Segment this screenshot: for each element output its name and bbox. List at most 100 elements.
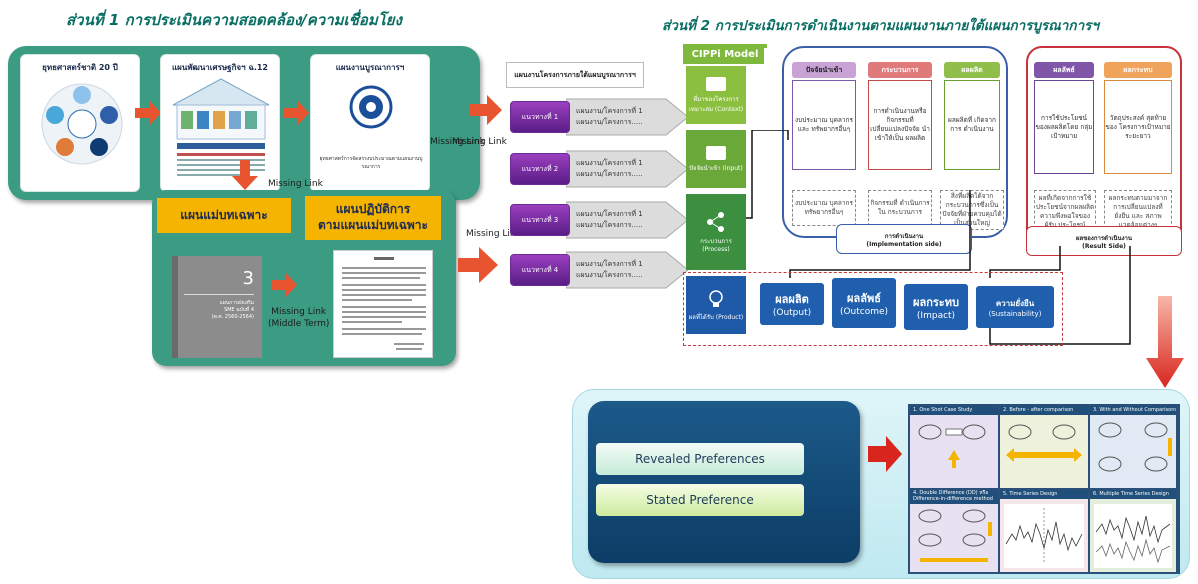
missing-link-label: Missing Link bbox=[466, 229, 521, 239]
revealed-preferences-button[interactable]: Revealed Preferences bbox=[596, 443, 804, 475]
chevron-arrow-icon bbox=[566, 150, 689, 188]
national-strategy-card[interactable]: ยุทธศาสตร์ชาติ 20 ปี bbox=[20, 54, 140, 192]
missing-link-label: Missing Link bbox=[452, 137, 507, 147]
sme-plan-book[interactable]: 3 แผนการส่งเสริม SME ฉบับที่ 4 (พ.ศ. 256… bbox=[172, 256, 262, 358]
action-plan-box[interactable]: แผนปฏิบัติการ ตามแผนแม่บทเฉพาะ bbox=[305, 196, 441, 240]
input-label: ปัจจัยนำเข้า (Input) bbox=[689, 164, 743, 172]
multiple-time-series-chart-icon bbox=[1094, 504, 1172, 568]
design-title: 6. Multiple Time Series Design bbox=[1090, 490, 1176, 499]
design-card-5[interactable]: 5. Time Series Design bbox=[1000, 490, 1088, 572]
book-text1: แผนการส่งเสริม bbox=[219, 300, 254, 306]
input-detail: งบประมาณ บุคลากร ทรัพยากรอื่นๆ bbox=[792, 190, 856, 226]
plan-line: แผนงาน/โครงการ..... bbox=[576, 221, 643, 229]
product-label: ผลที่ได้รับ (Product) bbox=[688, 313, 744, 321]
impact-box[interactable]: ผลกระทบ (Impact) bbox=[904, 284, 968, 330]
design-diagram-icon bbox=[1006, 424, 1082, 462]
national-strategy-label: ยุทธศาสตร์ชาติ 20 ปี bbox=[42, 63, 118, 72]
design-diagram-icon bbox=[1098, 422, 1172, 472]
outcome-en: (Outcome) bbox=[839, 307, 889, 317]
action-plan-document[interactable] bbox=[333, 250, 433, 358]
connector-lines bbox=[746, 130, 1131, 345]
arrow-right-icon bbox=[868, 436, 902, 472]
context-item[interactable]: ที่มาของโครงการ เหมาะสม (Context) bbox=[686, 66, 746, 124]
sustainability-box[interactable]: ความยั่งยืน (Sustainability) bbox=[976, 286, 1054, 328]
process-description: การดำเนินงานหรือ กิจกรรมที่ เปลี่ยนแปลงป… bbox=[868, 80, 932, 170]
share-icon bbox=[707, 212, 724, 232]
plan-line: แผนงาน/โครงการ..... bbox=[576, 271, 643, 279]
design-title: 2. Before - after comparison bbox=[1000, 406, 1088, 415]
column-head-outcome: ผลลัพธ์ bbox=[1034, 62, 1094, 78]
action-plan-line1: แผนปฏิบัติการ bbox=[335, 202, 411, 217]
book-text3: (พ.ศ. 2560-2564) bbox=[211, 314, 254, 320]
arrow-right-icon bbox=[283, 100, 309, 126]
seal-caption: ยุทธศาสตร์การจัดสรรงบประมาณตามแผนงานบูรณ… bbox=[319, 156, 423, 170]
impact-th: ผลกระทบ bbox=[913, 296, 959, 309]
arrow-right-icon bbox=[470, 95, 502, 125]
input-item[interactable]: ปัจจัยนำเข้า (Input) bbox=[686, 130, 746, 188]
money-icon bbox=[706, 145, 726, 160]
red-down-arrow-icon bbox=[1146, 296, 1184, 388]
economic-plan-label: แผนพัฒนาเศรษฐกิจฯ ฉ.12 bbox=[172, 63, 268, 72]
column-head-input: ปัจจัยนำเข้า bbox=[792, 62, 856, 78]
output-box[interactable]: ผลผลิต (Output) bbox=[760, 283, 824, 325]
master-plan-box[interactable]: แผนแม่บทเฉพาะ bbox=[157, 198, 291, 233]
design-card-3[interactable]: 3. With and Without Comparisons bbox=[1090, 406, 1176, 488]
chevron-arrow-icon bbox=[566, 98, 689, 136]
missing-link-label: Missing Link bbox=[430, 137, 485, 147]
column-head-process: กระบวนการ bbox=[868, 62, 932, 78]
context-icon bbox=[706, 76, 726, 91]
chevron-arrow-icon bbox=[566, 251, 689, 289]
design-card-1[interactable]: 1. One Shot Case Study bbox=[910, 406, 998, 488]
implementation-side-label: การดำเนินงาน (Implementation side) bbox=[836, 224, 972, 254]
plan-tag: แนวทางที่ 3 bbox=[510, 204, 570, 236]
product-item[interactable]: ผลที่ได้รับ (Product) bbox=[686, 276, 746, 334]
time-series-chart-icon bbox=[1004, 504, 1084, 568]
result-en: (Result Side) bbox=[1082, 242, 1126, 250]
output-detail: สิ่งที่ผลิตได้จาก กระบวนการซึ่งเป็น ปัจจ… bbox=[940, 190, 1004, 230]
sustainability-en: (Sustainability) bbox=[988, 309, 1042, 318]
arrow-right-icon bbox=[458, 247, 498, 283]
plan-row-3[interactable]: แนวทางที่ 3 แผนงาน/โครงการที่ 1 แผนงาน/โค… bbox=[510, 200, 689, 240]
design-title: 5. Time Series Design bbox=[1000, 490, 1088, 499]
design-card-2[interactable]: 2. Before - after comparison bbox=[1000, 406, 1088, 488]
cippi-model-label: CIPPi Model bbox=[683, 44, 767, 64]
impact-description: วัตถุประสงค์ สุดท้ายของ โครงการเป้าหมาย … bbox=[1104, 80, 1172, 174]
plan-tag: แนวทางที่ 1 bbox=[510, 101, 570, 133]
preferences-box bbox=[588, 401, 860, 563]
output-description: ผลผลิตที่ เกิดจากการ ดำเนินงาน bbox=[944, 80, 1000, 170]
book-number: 3 bbox=[242, 268, 254, 289]
column-head-output: ผลผลิต bbox=[944, 62, 1000, 78]
output-en: (Output) bbox=[772, 308, 812, 318]
column-head-impact: ผลกระทบ bbox=[1104, 62, 1172, 78]
design-card-4[interactable]: 4. Double Difference (DD) หรือ Differenc… bbox=[910, 490, 998, 572]
evaluation-designs-grid: 1. One Shot Case Study 2. Before - after… bbox=[908, 404, 1180, 574]
plan-tag: แนวทางที่ 2 bbox=[510, 153, 570, 185]
plan-line: แผนงาน/โครงการที่ 1 bbox=[576, 210, 643, 218]
design-title: 4. Double Difference (DD) หรือ Differenc… bbox=[910, 490, 998, 504]
economic-plan-card[interactable]: แผนพัฒนาเศรษฐกิจฯ ฉ.12 bbox=[160, 54, 280, 192]
context-label: ที่มาของโครงการ เหมาะสม (Context) bbox=[688, 95, 744, 113]
plan-line: แผนงาน/โครงการที่ 1 bbox=[576, 159, 643, 167]
input-description: งบประมาณ บุคลากร และ ทรัพยากรอื่นๆ bbox=[792, 80, 856, 170]
design-card-6[interactable]: 6. Multiple Time Series Design bbox=[1090, 490, 1176, 572]
outcome-th: ผลลัพธ์ bbox=[847, 292, 881, 305]
plan-row-1[interactable]: แนวทางที่ 1 แผนงาน/โครงการที่ 1 แผนงาน/โค… bbox=[510, 97, 689, 137]
integration-plan-card[interactable]: แผนงานบูรณาการฯ ยุทธศาสตร์การจัดสรรงบประ… bbox=[310, 54, 430, 192]
plan-line: แผนงาน/โครงการ..... bbox=[576, 118, 643, 126]
impact-en: (Impact) bbox=[916, 311, 956, 321]
document-lines-icon bbox=[342, 257, 426, 350]
process-item[interactable]: กระบวนการ (Process) bbox=[686, 194, 746, 270]
arrow-right-icon bbox=[271, 272, 297, 298]
plan-line: แผนงาน/โครงการที่ 1 bbox=[576, 107, 643, 115]
middle-term-link: Missing Link (Middle Term) bbox=[268, 306, 329, 330]
implementation-th: การดำเนินงาน bbox=[884, 232, 924, 240]
stated-preference-button[interactable]: Stated Preference bbox=[596, 484, 804, 516]
outcome-box[interactable]: ผลลัพธ์ (Outcome) bbox=[832, 278, 896, 328]
middle-term-label: (Middle Term) bbox=[268, 319, 330, 329]
plans-header: แผนงานโครงการภายใต้แผนบูรณาการฯ bbox=[506, 62, 644, 88]
missing-link-label: Missing Link bbox=[268, 179, 323, 189]
integration-plan-label: แผนงานบูรณาการฯ bbox=[335, 63, 405, 72]
chevron-arrow-icon bbox=[566, 201, 689, 239]
